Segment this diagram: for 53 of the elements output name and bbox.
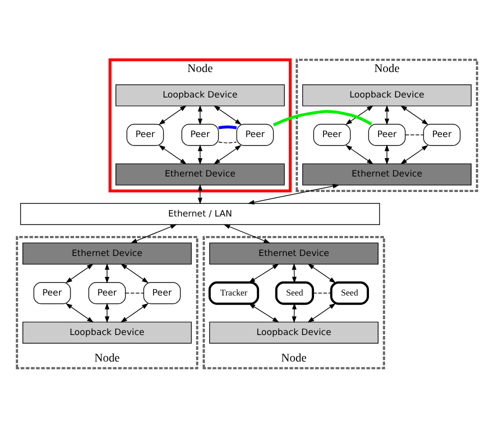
node-box: Peer <box>126 124 164 146</box>
arrow <box>104 263 110 284</box>
connector <box>272 110 372 126</box>
arrow <box>66 303 94 323</box>
arrow <box>130 224 177 244</box>
arrow <box>223 224 270 244</box>
arrow <box>198 184 202 204</box>
arrow <box>308 264 336 284</box>
connector <box>218 142 237 144</box>
arrow <box>158 105 187 125</box>
node-box: Peer <box>88 282 126 304</box>
node-box: Loopback Device <box>22 322 192 344</box>
arrow <box>104 302 110 323</box>
node-box: Peer <box>423 124 461 146</box>
arrow <box>66 264 94 284</box>
node-box: Peer <box>181 124 219 146</box>
node-box: Ethernet Device <box>22 242 192 265</box>
arrow <box>198 144 202 165</box>
node-box: Seed <box>330 281 369 305</box>
arrow <box>400 144 428 164</box>
node-box: Ethernet / LAN <box>20 203 380 225</box>
node-box: Ethernet Device <box>302 163 472 186</box>
arrow <box>345 105 374 125</box>
arrow <box>198 104 202 126</box>
node-box: Loopback Device <box>302 84 472 106</box>
node-box: Peer <box>368 124 406 146</box>
node-box: Tracker <box>208 281 260 305</box>
arrow <box>248 303 280 323</box>
arrow <box>384 104 390 126</box>
node-box: Peer <box>313 124 351 146</box>
connector <box>312 292 332 294</box>
connector <box>218 125 237 130</box>
node-box: Ethernet Device <box>116 163 285 186</box>
arrow <box>346 144 374 164</box>
arrow <box>248 264 280 284</box>
node-box: Peer <box>33 282 71 304</box>
node-box: Peer <box>143 282 181 304</box>
arrow <box>248 184 340 204</box>
arrow <box>120 264 149 284</box>
node-box: Seed <box>275 281 314 305</box>
arrow <box>158 144 187 164</box>
node-box: Loopback Device <box>209 322 378 344</box>
node-box: Peer <box>236 124 274 146</box>
arrow <box>214 105 242 125</box>
node-box: Loopback Device <box>116 84 285 106</box>
arrow <box>120 303 148 323</box>
connector <box>405 134 424 136</box>
node-box: Ethernet Device <box>209 242 378 265</box>
arrow <box>308 303 336 323</box>
connector <box>125 292 144 294</box>
arrow <box>400 105 428 125</box>
arrow <box>384 144 390 165</box>
arrow <box>214 144 242 164</box>
